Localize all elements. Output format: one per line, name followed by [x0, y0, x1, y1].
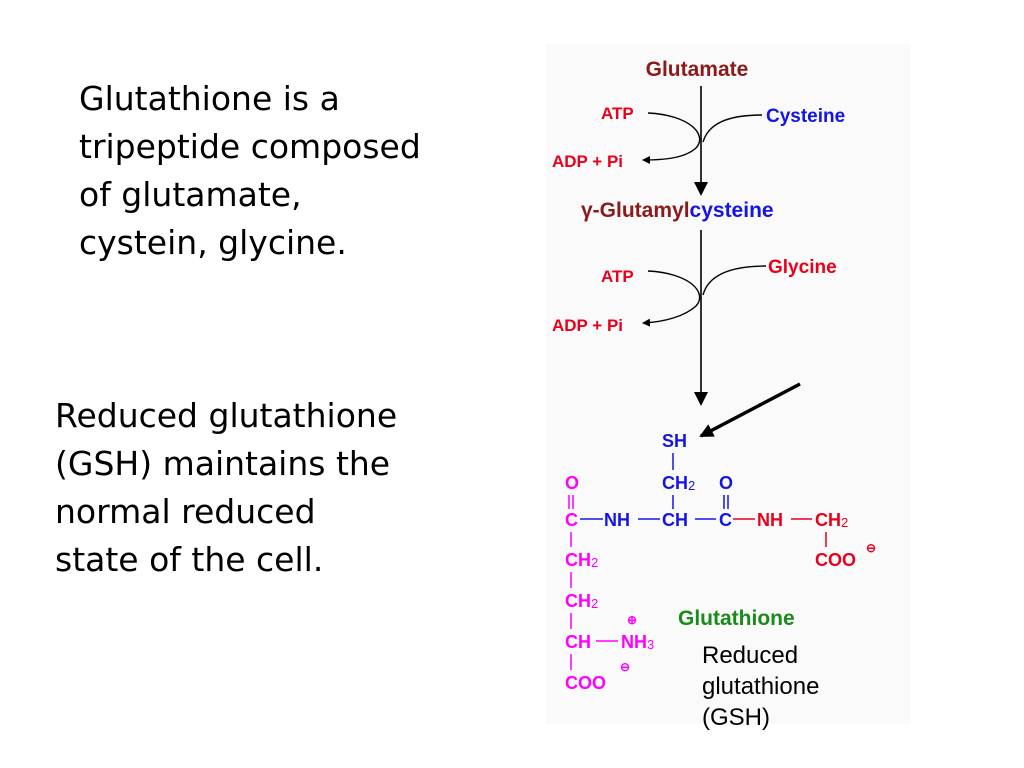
- glycine-ch2: CH2: [815, 510, 848, 530]
- cysteine-curve: [702, 114, 763, 143]
- cysteine-part: cysteine: [690, 199, 774, 222]
- alpha-carbon: CH: [662, 510, 688, 530]
- ch-text: CH: [565, 550, 591, 570]
- caption-line: (GSH): [702, 704, 770, 731]
- gsh-line: normal reduced: [55, 492, 316, 531]
- glutamyl-carboxylate: COO: [565, 673, 606, 693]
- subscript: 2: [591, 555, 598, 570]
- ch-text: CH: [662, 473, 688, 493]
- ch-text: CH: [565, 591, 591, 611]
- gsh-line: (GSH) maintains the: [55, 444, 391, 483]
- atp-curve: [642, 270, 701, 327]
- subscript: 2: [688, 478, 695, 493]
- amino-group: NH3: [621, 632, 654, 652]
- subscript: 2: [591, 596, 598, 611]
- caption-line: Reduced: [702, 642, 799, 669]
- glutamate-label: Glutamate: [646, 58, 749, 81]
- adp-label: ADP + Pi: [552, 316, 623, 335]
- gsh-paragraph: Reduced glutathione (GSH) maintains the …: [55, 392, 397, 584]
- sh-group: SH: [662, 431, 687, 451]
- cysteine-label: Cysteine: [766, 106, 845, 127]
- gsh-line: state of the cell.: [55, 540, 324, 579]
- pointer-arrow: [699, 382, 801, 438]
- glutamyl-oxygen: O: [565, 473, 579, 493]
- negative-charge: ⊖: [620, 660, 630, 674]
- ch2-group: CH2: [565, 591, 598, 611]
- glutathione-structure: SH CH2 O CH C NH CH2 COO ⊖ O C NH CH2 CH…: [565, 431, 876, 693]
- glycine-curve: [702, 265, 767, 296]
- glycine-carboxylate: COO: [815, 550, 856, 570]
- caption-line: glutathione: [702, 673, 820, 700]
- glycine-nh: NH: [757, 510, 783, 530]
- glutamyl-carbon: C: [565, 510, 578, 530]
- gsh-line: Reduced glutathione: [55, 396, 398, 435]
- alpha-ch: CH: [565, 632, 591, 652]
- atp-curve: [642, 112, 701, 164]
- ch-text: CH: [815, 510, 841, 530]
- cysteine-nh: NH: [604, 510, 630, 530]
- positive-charge: ⊕: [627, 613, 637, 627]
- intro-line: tripeptide composed: [79, 127, 421, 166]
- intro-line: Glutathione is a: [79, 79, 340, 118]
- intro-line: of glutamate,: [79, 175, 302, 214]
- intro-line: cystein, glycine.: [79, 223, 347, 262]
- gamma-glutamyl-part: γ-Glutamyl: [581, 199, 690, 222]
- glycine-label: Glycine: [768, 257, 837, 278]
- subscript: 3: [647, 637, 654, 652]
- atp-label: ATP: [601, 267, 634, 286]
- ch2-group: CH2: [662, 473, 695, 493]
- carbonyl-carbon: C: [719, 510, 732, 530]
- nh-text: NH: [621, 632, 647, 652]
- reduced-gsh-caption: Reduced glutathione (GSH): [702, 640, 819, 733]
- ch2-group: CH2: [565, 550, 598, 570]
- intro-paragraph: Glutathione is a tripeptide composed of …: [79, 75, 421, 267]
- glutathione-label: Glutathione: [678, 607, 795, 630]
- atp-label: ATP: [601, 104, 634, 123]
- carbonyl-oxygen: O: [719, 473, 733, 493]
- adp-label: ADP + Pi: [552, 152, 623, 171]
- negative-charge: ⊖: [866, 541, 876, 555]
- diagram-panel: [546, 44, 911, 724]
- gamma-glutamylcysteine-label: γ-Glutamylcysteine: [581, 199, 774, 222]
- subscript: 2: [841, 515, 848, 530]
